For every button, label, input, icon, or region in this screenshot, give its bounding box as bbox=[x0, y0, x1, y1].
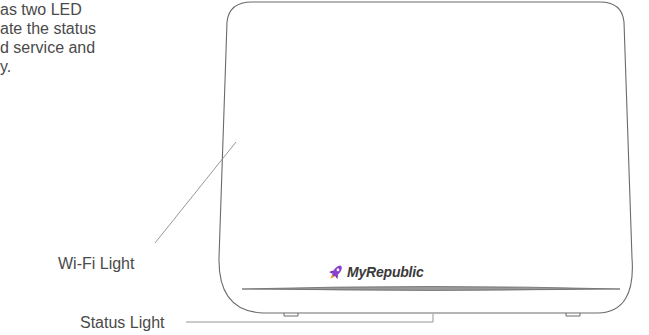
wifi-light-strip bbox=[242, 287, 620, 291]
intro-text: d service and bbox=[0, 38, 95, 57]
router-foot bbox=[566, 313, 580, 316]
router-body bbox=[219, 2, 632, 313]
intro-text: as two LED bbox=[0, 0, 82, 19]
intro-text: ate the status bbox=[0, 19, 96, 38]
leader-line bbox=[186, 314, 433, 322]
router-foot bbox=[284, 313, 298, 316]
brand-logo: MyRepublic bbox=[347, 263, 424, 282]
intro-text: y. bbox=[0, 57, 11, 76]
callout-label: Wi-Fi Light bbox=[58, 254, 134, 273]
leader-line bbox=[155, 142, 236, 243]
logo-icon bbox=[326, 262, 345, 282]
callout-label: Status Light bbox=[80, 313, 165, 332]
